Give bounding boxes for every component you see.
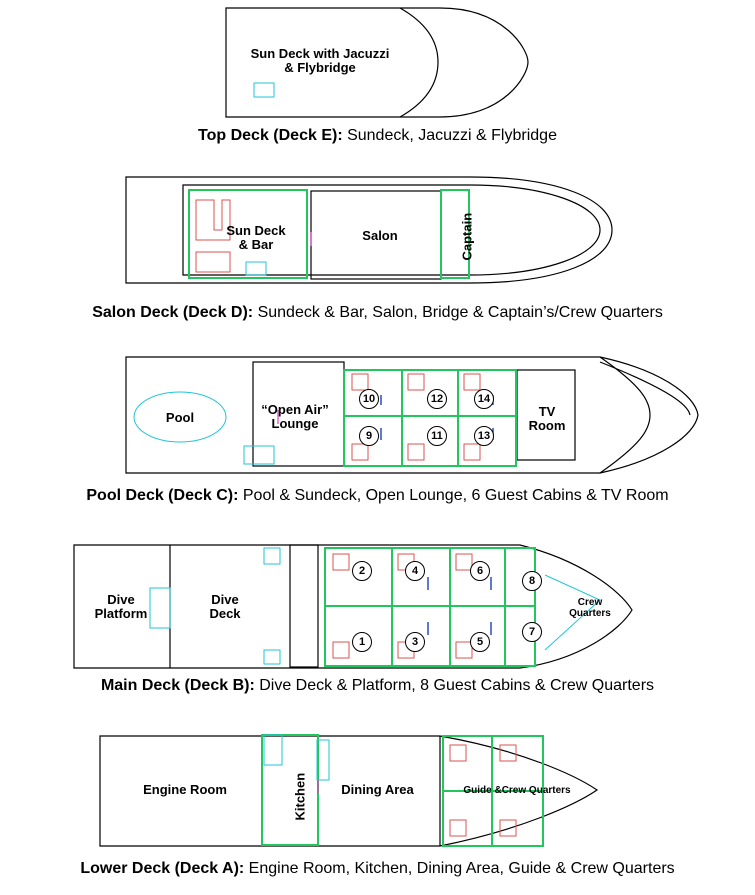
cabin-2: 2 bbox=[352, 561, 372, 581]
cabin-8: 8 bbox=[522, 571, 542, 591]
top-deck-hull bbox=[225, 7, 529, 118]
label-captain: Captain bbox=[459, 212, 475, 261]
cabin-3: 3 bbox=[405, 632, 425, 652]
caption-salon-deck-desc: Sundeck & Bar, Salon, Bridge & Captain’s… bbox=[253, 304, 663, 321]
caption-pool-deck-desc: Pool & Sundeck, Open Lounge, 6 Guest Cab… bbox=[238, 487, 669, 504]
cabin-7: 7 bbox=[522, 622, 542, 642]
salon-deck-hull bbox=[125, 176, 613, 284]
cabin-10: 10 bbox=[359, 389, 379, 409]
label-open-air-lounge: “Open Air” Lounge bbox=[261, 402, 329, 431]
label-salon: Salon bbox=[362, 228, 398, 243]
cabin-5: 5 bbox=[470, 632, 490, 652]
caption-main-deck-name: Main Deck (Deck B): bbox=[100, 677, 255, 694]
label-crew-quarters: Crew Quarters bbox=[569, 597, 611, 619]
caption-salon-deck: Salon Deck (Deck D): Sundeck & Bar, Salo… bbox=[0, 304, 755, 322]
cabin-11: 11 bbox=[427, 426, 447, 446]
label-dining-area: Dining Area bbox=[341, 782, 414, 797]
label-kitchen: Kitchen bbox=[292, 772, 308, 821]
label-guide-crew-quarters: Guide &Crew Quarters bbox=[463, 785, 571, 796]
label-salon-sun-deck: Sun Deck & Bar bbox=[226, 223, 286, 252]
label-dive-platform: Dive Platform bbox=[94, 592, 148, 621]
pool-deck-hull bbox=[125, 356, 699, 474]
caption-top-deck-name: Top Deck (Deck E): bbox=[198, 127, 343, 144]
caption-lower-deck: Lower Deck (Deck A): Engine Room, Kitche… bbox=[0, 860, 755, 878]
caption-main-deck: Main Deck (Deck B): Dive Deck & Platform… bbox=[0, 677, 755, 695]
label-pool: Pool bbox=[165, 410, 195, 425]
cabin-13: 13 bbox=[474, 426, 494, 446]
cabin-14: 14 bbox=[474, 389, 494, 409]
caption-pool-deck-name: Pool Deck (Deck C): bbox=[86, 487, 239, 504]
main-deck-hull bbox=[73, 544, 633, 669]
label-tv-room: TV Room bbox=[528, 404, 566, 433]
cabin-4: 4 bbox=[405, 561, 425, 581]
lower-deck-hull bbox=[99, 735, 599, 847]
caption-lower-deck-name: Lower Deck (Deck A): bbox=[80, 860, 245, 877]
cabin-1: 1 bbox=[352, 632, 372, 652]
caption-pool-deck: Pool Deck (Deck C): Pool & Sundeck, Open… bbox=[0, 487, 755, 505]
caption-lower-deck-desc: Engine Room, Kitchen, Dining Area, Guide… bbox=[244, 860, 675, 877]
label-dive-deck: Dive Deck bbox=[209, 592, 241, 621]
caption-top-deck-desc: Sundeck, Jacuzzi & Flybridge bbox=[342, 127, 557, 144]
caption-top-deck: Top Deck (Deck E): Sundeck, Jacuzzi & Fl… bbox=[0, 127, 755, 145]
caption-salon-deck-name: Salon Deck (Deck D): bbox=[92, 304, 254, 321]
cabin-6: 6 bbox=[470, 561, 490, 581]
label-top-sun-deck: Sun Deck with Jacuzzi & Flybridge bbox=[250, 46, 390, 75]
cabin-9: 9 bbox=[359, 426, 379, 446]
cabin-12: 12 bbox=[427, 389, 447, 409]
label-engine-room: Engine Room bbox=[143, 782, 227, 797]
caption-main-deck-desc: Dive Deck & Platform, 8 Guest Cabins & C… bbox=[254, 677, 655, 694]
